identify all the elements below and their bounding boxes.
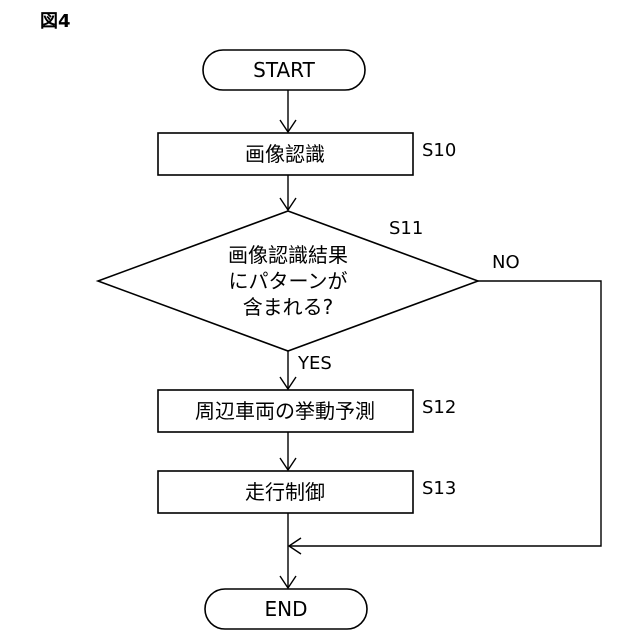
- process-s13-label: 走行制御: [245, 480, 325, 504]
- step-s12: S12: [422, 397, 456, 418]
- step-s11: S11: [389, 218, 423, 239]
- start-label: START: [253, 58, 315, 82]
- branch-no-label: NO: [492, 252, 520, 273]
- process-s12-label: 周辺車両の挙動予測: [195, 399, 375, 423]
- branch-yes-label: YES: [297, 353, 332, 374]
- process-s10-label: 画像認識: [245, 142, 325, 166]
- figure-label: 図4: [40, 11, 71, 32]
- end-label: END: [265, 597, 308, 621]
- decision-s11-line-2: にパターンが: [229, 269, 348, 293]
- step-s13: S13: [422, 478, 456, 499]
- decision-s11-line-1: 画像認識結果: [228, 243, 348, 267]
- decision-s11-line-3: 含まれる?: [243, 295, 334, 319]
- step-s10: S10: [422, 140, 456, 161]
